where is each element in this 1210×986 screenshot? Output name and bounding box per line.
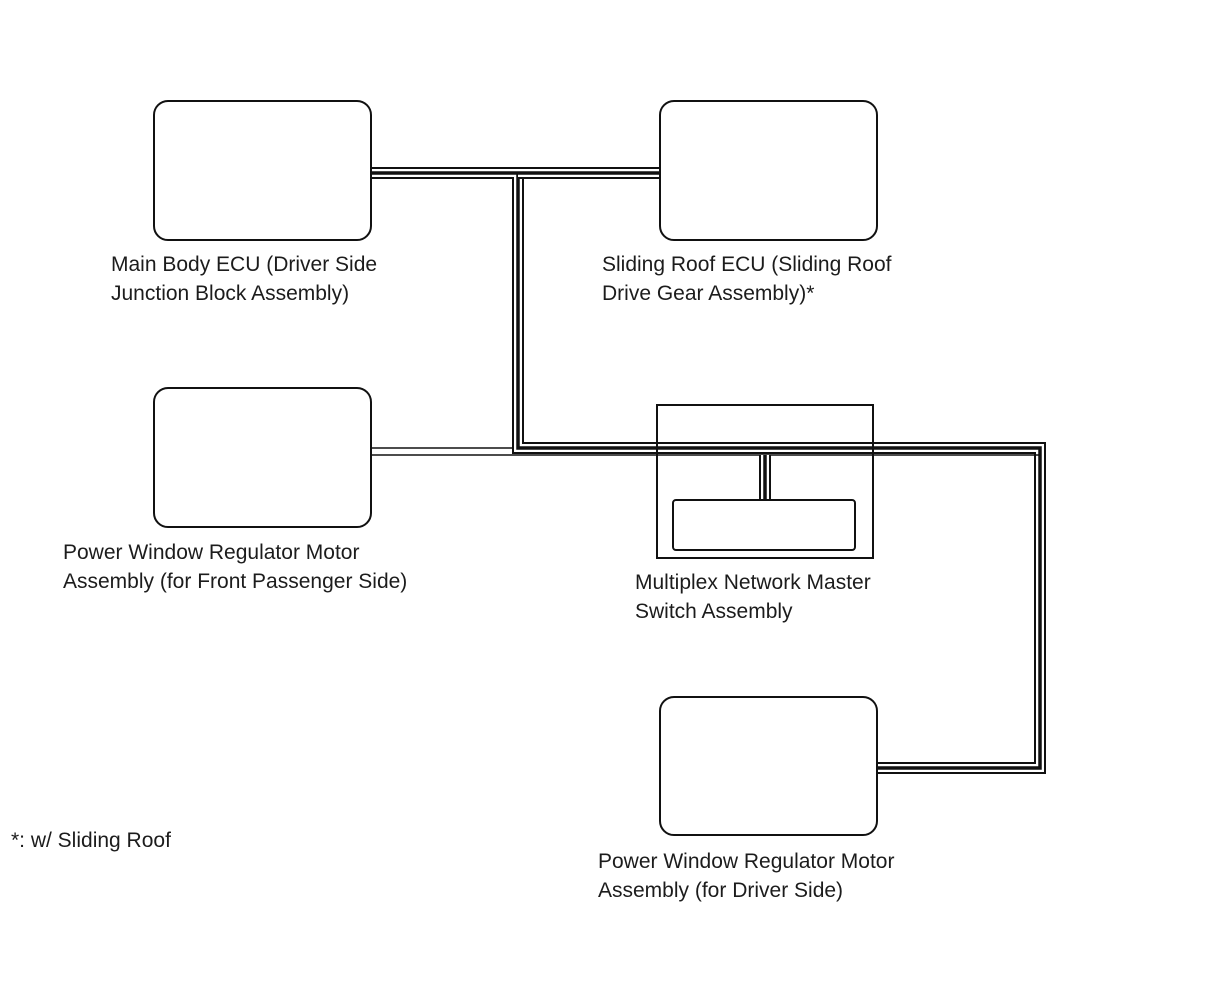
master-switch-label-line1: Multiplex Network Master	[635, 571, 871, 594]
main-body-ecu-box	[153, 100, 372, 241]
sliding-roof-ecu-label: Sliding Roof ECU (Sliding Roof Drive Gea…	[602, 250, 891, 308]
master-switch-outer-box	[656, 404, 874, 559]
pw-front-passenger-box	[153, 387, 372, 528]
main-body-ecu-label: Main Body ECU (Driver Side Junction Bloc…	[111, 250, 377, 308]
sliding-roof-ecu-box	[659, 100, 878, 241]
pw-front-passenger-label-line2: Assembly (for Front Passenger Side)	[63, 570, 408, 593]
pw-front-passenger-label: Power Window Regulator Motor Assembly (f…	[63, 538, 407, 596]
master-switch-label-line2: Switch Assembly	[635, 600, 793, 623]
sliding-roof-ecu-label-line1: Sliding Roof ECU (Sliding Roof	[602, 253, 892, 276]
pw-driver-label-line2: Assembly (for Driver Side)	[598, 879, 844, 902]
communication-lines	[371, 167, 1046, 774]
sliding-roof-ecu-label-line2: Drive Gear Assembly)*	[602, 282, 815, 305]
bus-line-upper	[371, 167, 1046, 774]
pw-driver-label-line1: Power Window Regulator Motor	[598, 850, 895, 873]
main-body-ecu-label-line1: Main Body ECU (Driver Side	[111, 253, 378, 276]
bus-line-lower	[371, 447, 1040, 456]
master-switch-label: Multiplex Network Master Switch Assembly	[635, 568, 871, 626]
master-switch-inner-box	[672, 499, 856, 551]
main-body-ecu-label-line2: Junction Block Assembly)	[111, 282, 350, 305]
pw-driver-label: Power Window Regulator Motor Assembly (f…	[598, 847, 894, 905]
footnote: *: w/ Sliding Roof	[11, 829, 171, 852]
pw-front-passenger-label-line1: Power Window Regulator Motor	[63, 541, 360, 564]
pw-driver-box	[659, 696, 878, 836]
